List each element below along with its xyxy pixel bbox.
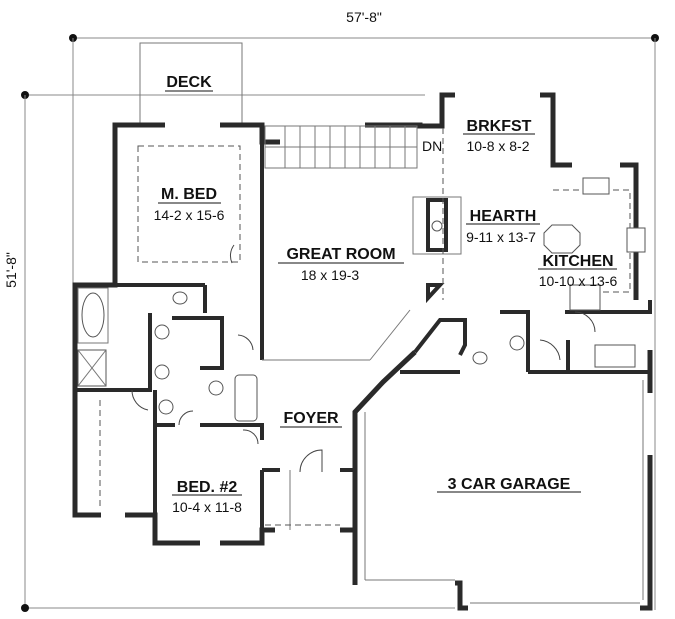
bathtub-icon [234, 374, 258, 422]
room-hearth: HEARTH 9-11 x 13-7 [466, 208, 540, 245]
room-name: M. BED [161, 186, 217, 203]
room-great-room: GREAT ROOM 18 x 19-3 [278, 246, 404, 283]
stairs [264, 125, 418, 169]
exterior-walls [72, 92, 653, 611]
bath-fixtures [77, 287, 525, 422]
room-foyer: FOYER [280, 410, 342, 428]
room-name: 3 CAR GARAGE [448, 476, 571, 493]
room-name: HEARTH [470, 208, 537, 225]
room-name: BRKFST [467, 118, 532, 135]
sink-icon [158, 399, 174, 415]
room-dims: 10-8 x 8-2 [466, 138, 529, 154]
room-bed-2: BED. #2 10-4 x 11-8 [172, 479, 242, 515]
fireplace [412, 196, 462, 304]
overall-width-label: 57'-8" [346, 9, 382, 25]
toilet-icon [172, 291, 188, 305]
laundry-icon [594, 344, 636, 368]
refrigerator-icon [569, 284, 601, 311]
room-dims: 9-11 x 13-7 [466, 229, 536, 245]
room-name: GREAT ROOM [286, 246, 395, 263]
island-icon [543, 224, 581, 254]
room-brkfst: BRKFST 10-8 x 8-2 [463, 118, 535, 154]
room-name: FOYER [283, 410, 339, 427]
room-kitchen: KITCHEN 10-10 x 13-6 [538, 253, 618, 289]
deck-label: DECK [166, 74, 212, 91]
toilet-icon [208, 380, 224, 396]
room-dims: 18 x 19-3 [301, 267, 360, 283]
toilet-icon [472, 351, 488, 365]
tub-icon [81, 292, 105, 338]
range-icon [626, 227, 646, 253]
room-name: KITCHEN [542, 253, 613, 270]
doors [131, 244, 596, 473]
room-garage: 3 CAR GARAGE [437, 476, 581, 493]
stair-down-label: DN [422, 138, 442, 154]
room-master-bed: M. BED 14-2 x 15-6 [154, 186, 225, 223]
kitchen-fixtures [543, 177, 646, 368]
room-name: BED. #2 [177, 479, 238, 496]
room-dims: 10-4 x 11-8 [172, 499, 242, 515]
master-bed-ceiling-outline [137, 145, 241, 263]
interior-walls [75, 125, 652, 543]
partition-lines [99, 128, 644, 604]
sink-icon [154, 364, 170, 380]
room-dims: 10-10 x 13-6 [539, 273, 618, 289]
dimension-lines [21, 34, 659, 612]
sink-icon [154, 324, 170, 340]
room-dims: 14-2 x 15-6 [154, 207, 225, 223]
kitchen-sink-icon [582, 177, 610, 195]
deck-area [139, 42, 243, 124]
sink-icon [509, 335, 525, 351]
overall-depth-label: 51'-8" [3, 252, 19, 288]
